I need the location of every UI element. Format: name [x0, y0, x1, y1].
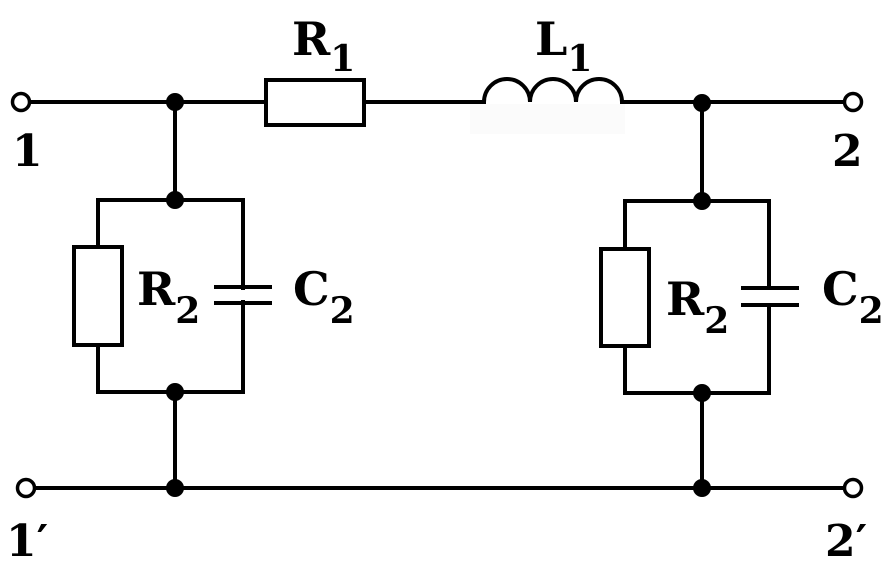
junction-node-right-bottom	[693, 479, 711, 497]
label-terminal-2: 2	[832, 126, 863, 177]
label-r2-right: R2	[666, 272, 729, 342]
label-terminal-2-prime: 2′	[825, 516, 867, 567]
resistor-r1	[264, 78, 366, 127]
terminal-1	[10, 91, 32, 113]
label-r2-left-index: 2	[175, 290, 200, 332]
junction-node-right-top	[693, 94, 711, 112]
inductor-background-patch	[470, 104, 625, 134]
label-r2-right-index: 2	[704, 300, 729, 342]
label-c2-right-symbol: C	[822, 262, 859, 316]
label-l1-symbol: L	[535, 12, 567, 66]
terminal-2	[842, 91, 864, 113]
label-l1-index: 1	[567, 38, 592, 80]
label-terminal-1: 1	[12, 126, 43, 177]
junction-node-left-top	[166, 93, 184, 111]
label-r1: R1	[292, 12, 355, 80]
right-shunt-branch	[599, 100, 799, 490]
label-c2-left: C2	[293, 262, 355, 332]
junction-node-left-box-bottom	[166, 383, 184, 401]
terminal-1-prime	[15, 477, 37, 499]
label-c2-left-index: 2	[330, 290, 355, 332]
label-c2-left-symbol: C	[293, 262, 330, 316]
label-l1: L1	[535, 12, 592, 80]
label-c2-right-index: 2	[859, 290, 881, 332]
label-r1-index: 1	[330, 38, 355, 80]
left-shunt-branch	[72, 100, 272, 490]
resistor-r2-right	[599, 247, 651, 348]
junction-node-right-box-bottom	[693, 384, 711, 402]
junction-node-left-box-top	[166, 191, 184, 209]
inductor-l1	[481, 77, 625, 105]
label-terminal-1-prime: 1′	[6, 516, 48, 567]
label-r2-left: R2	[137, 262, 200, 332]
terminal-2-prime	[842, 477, 864, 499]
junction-node-right-box-top	[693, 192, 711, 210]
junction-node-left-bottom	[166, 479, 184, 497]
label-r1-symbol: R	[292, 12, 331, 66]
label-r2-right-symbol: R	[666, 272, 705, 326]
label-c2-right: C2	[822, 262, 881, 332]
resistor-r2-left	[72, 245, 124, 347]
label-r2-left-symbol: R	[137, 262, 176, 316]
